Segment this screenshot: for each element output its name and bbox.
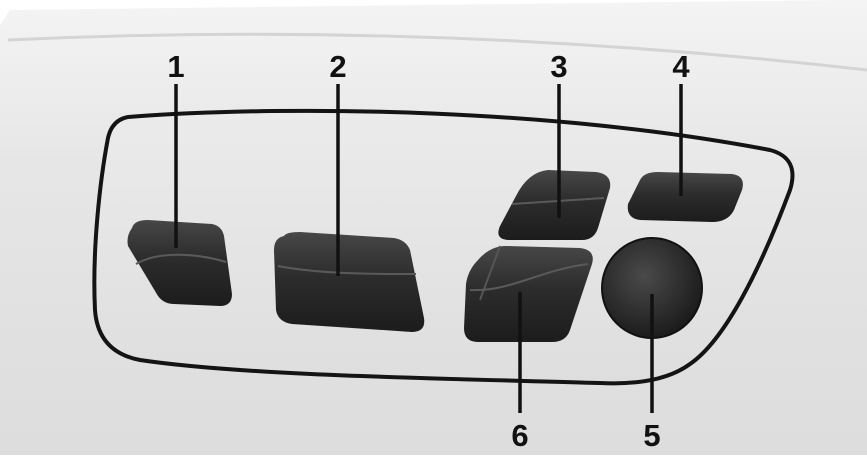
bottom-margin <box>0 455 867 473</box>
callout-number-4: 4 <box>672 49 690 84</box>
switch-4 <box>628 172 743 222</box>
callout-number-2: 2 <box>329 49 346 84</box>
switch-2 <box>274 232 424 332</box>
callout-number-3: 3 <box>550 49 567 84</box>
callout-number-6: 6 <box>511 418 528 453</box>
callout-number-1: 1 <box>167 49 184 84</box>
callout-number-5: 5 <box>643 418 660 453</box>
